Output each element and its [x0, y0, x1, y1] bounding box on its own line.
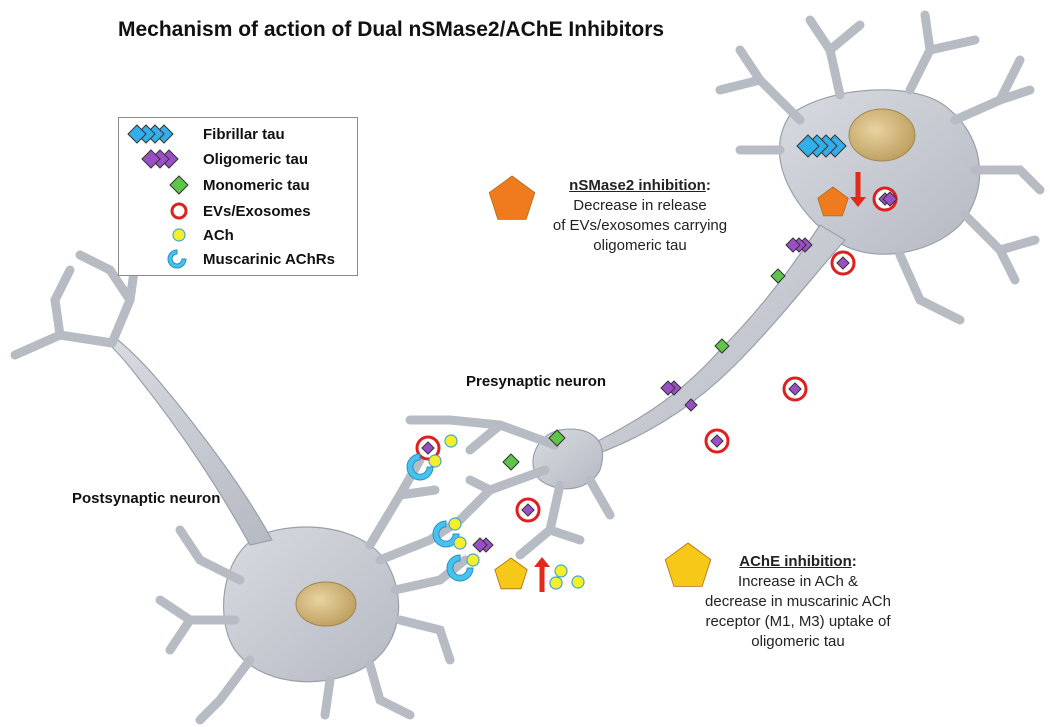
ache-line-2: decrease in muscarinic ACh	[705, 593, 891, 610]
postsynaptic-label: Postsynaptic neuron	[72, 490, 221, 507]
ache-colon: :	[851, 553, 857, 570]
legend-box: Fibrillar tau Oligomeric tau Monomeric t…	[118, 117, 358, 276]
exosome-oligomeric-tau	[521, 503, 535, 517]
nsmase2-title: nSMase2 inhibition	[569, 177, 706, 194]
tau-particles	[406, 134, 898, 592]
legend-item-monomeric-tau: Monomeric tau	[119, 174, 357, 196]
oligomeric-tau-swatch-unit	[141, 149, 161, 169]
exosome-released-2	[782, 376, 808, 402]
exosome-oligomeric-tau	[836, 256, 850, 270]
exosome-oligomeric-tau	[421, 441, 435, 455]
oligomeric-tau-axon-2-unit	[660, 380, 676, 396]
nsmase2-decrease-arrow-head	[850, 197, 866, 207]
ach-icon	[172, 228, 186, 242]
oligomeric-tau-axon	[785, 237, 813, 253]
presynaptic-dendrites	[405, 10, 1045, 560]
ache-title: AChE inhibition	[739, 553, 852, 570]
fibrillar-tau-aggregate	[796, 134, 847, 158]
legend-item-exosomes: EVs/Exosomes	[119, 200, 357, 222]
legend-item-oligomeric-tau: Oligomeric tau	[119, 148, 357, 170]
nsmase2-line-3: oligomeric tau	[593, 237, 687, 254]
ache-line-1: Increase in ACh &	[737, 573, 859, 590]
oligomeric-tau-near-receptor	[472, 537, 494, 553]
presynaptic-nucleus	[848, 108, 916, 162]
ach-increase-arrow-head	[534, 557, 550, 567]
legend-label: EVs/Exosomes	[203, 203, 311, 220]
ach-molecule	[448, 517, 462, 531]
oligomeric-tau-axon-2	[660, 380, 682, 396]
nsmase2-line-1: Decrease in release	[573, 197, 707, 214]
nsmase2-line-2: of EVs/exosomes carrying	[552, 217, 728, 234]
legend-label: ACh	[203, 227, 234, 244]
diagram-title: Mechanism of action of Dual nSMase2/AChE…	[118, 18, 665, 41]
muscarinic-receptor-2	[432, 520, 460, 548]
nsmase2-enzyme-pentagon-in-cell	[817, 186, 849, 217]
monomeric-tau-axon-2	[714, 338, 730, 354]
legend-label: Fibrillar tau	[203, 126, 285, 143]
exosome-oligomeric-tau	[788, 382, 802, 396]
oligomeric-tau-free	[684, 398, 698, 412]
nsmase2-decrease-arrow	[850, 172, 866, 207]
ache-enzyme-pentagon-synapse	[494, 557, 528, 590]
ach-molecule	[549, 576, 563, 590]
ache-callout-pentagon	[664, 542, 712, 587]
fibrillar-tau-swatch	[127, 124, 174, 144]
ach-molecule	[571, 575, 585, 589]
ache-callout: AChE inhibition: Increase in ACh & decre…	[698, 552, 898, 652]
nsmase2-colon: :	[705, 177, 711, 194]
muscarinic-achr-swatch	[167, 249, 187, 269]
muscarinic-receptor-1	[406, 453, 434, 481]
legend-label: Oligomeric tau	[203, 151, 309, 168]
exosome-released-3	[704, 428, 730, 454]
fibrillar-tau-swatch-unit	[127, 124, 147, 144]
nsmase2-callout: nSMase2 inhibition: Decrease in release …	[540, 176, 740, 256]
monomeric-tau-axon-1	[770, 268, 786, 284]
postsynaptic-nucleus	[295, 581, 357, 627]
nsmase2-heading: nSMase2 inhibition:	[540, 176, 740, 196]
ache-heading: AChE inhibition:	[698, 552, 898, 572]
legend-label: Monomeric tau	[203, 177, 310, 194]
monomeric-tau-icon	[169, 175, 189, 195]
exosome-oligomeric-tau	[710, 434, 724, 448]
postsynaptic-neuron	[109, 339, 400, 683]
legend-label: Muscarinic AChRs	[203, 251, 335, 268]
oligomeric-tau-swatch	[141, 149, 179, 169]
exosome-released-1	[830, 250, 856, 276]
fibrillar-tau-icon	[127, 124, 174, 144]
muscarinic-receptor-3	[446, 554, 474, 582]
oligomeric-tau-icon	[141, 149, 179, 169]
muscarinic-achr-icon	[167, 249, 187, 269]
monomeric-tau-terminal	[548, 429, 566, 447]
nsmase2-callout-pentagon	[488, 175, 536, 220]
legend-item-fibrillar-tau: Fibrillar tau	[119, 123, 357, 145]
exosome-synapse	[515, 497, 541, 523]
ache-line-3: receptor (M1, M3) uptake of	[705, 613, 891, 630]
monomeric-tau-swatch	[169, 175, 189, 195]
ach-molecule	[428, 454, 442, 468]
ach-molecule	[444, 434, 458, 448]
monomeric-tau-synapse	[502, 453, 520, 471]
oligomeric-tau-in-soma	[882, 191, 898, 207]
legend-item-muscarinic-achrs: Muscarinic AChRs	[119, 248, 357, 270]
ach-molecule	[466, 553, 480, 567]
ach-increase-arrow	[534, 557, 550, 592]
fibrillar-tau-aggregate-unit	[796, 134, 820, 158]
ache-line-4: oligomeric tau	[751, 633, 845, 650]
ach-molecule	[453, 536, 467, 550]
ach-molecule	[554, 564, 568, 578]
legend-item-ach: ACh	[119, 224, 357, 246]
ach-swatch	[172, 228, 186, 242]
exosome-icon	[170, 202, 188, 220]
oligomeric-tau-axon-unit	[785, 237, 801, 253]
oligomeric-tau-near-receptor-unit	[472, 537, 488, 553]
exosome-swatch	[170, 202, 188, 220]
presynaptic-label: Presynaptic neuron	[466, 373, 607, 390]
exosome-at-dendrite	[415, 435, 441, 461]
